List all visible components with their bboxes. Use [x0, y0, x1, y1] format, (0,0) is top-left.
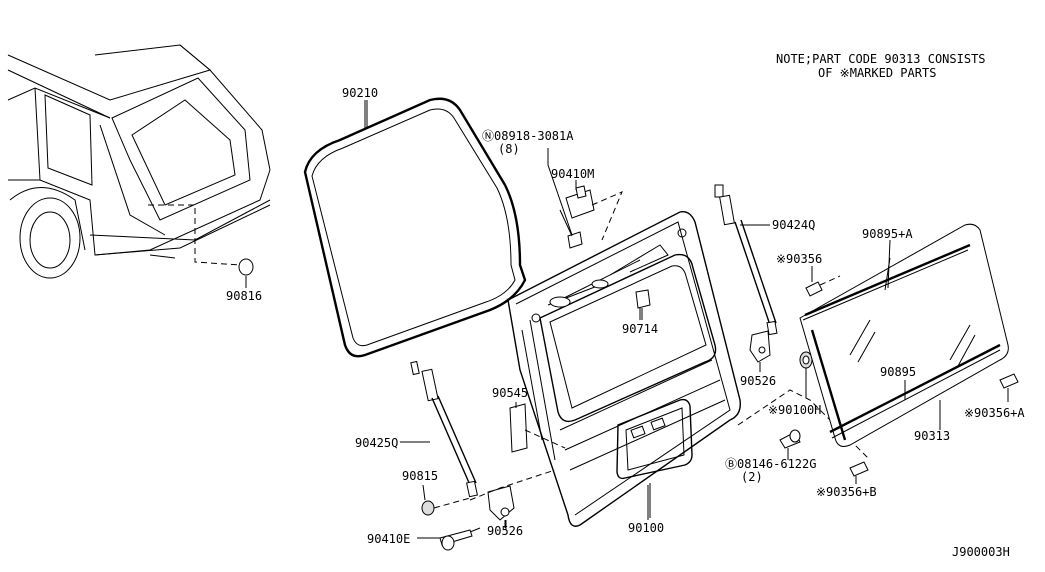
note-line-2: OF ※MARKED PARTS [818, 66, 936, 80]
label-90100: 90100 [628, 521, 664, 535]
pad-90545 [509, 403, 566, 453]
leader-lines [366, 100, 1009, 539]
label-90526-right: 90526 [740, 374, 776, 388]
note-line-1: NOTE;PART CODE 90313 CONSISTS [776, 52, 986, 66]
label-90313: 90313 [914, 429, 950, 443]
bolt-90815 [421, 497, 471, 516]
label-90545: 90545 [492, 386, 528, 400]
bolt-08146 [737, 389, 871, 461]
clip-90356 [805, 270, 841, 297]
label-90100h: ※90100H [768, 403, 821, 417]
hinge-90526-right [749, 330, 771, 372]
weatherstrip-90210 [303, 97, 527, 358]
label-90816: 90816 [226, 289, 262, 303]
label-08146-6122g: Ⓑ08146-6122G [725, 457, 816, 471]
hinge-90526-left [469, 469, 556, 528]
latch-90410m [559, 180, 623, 249]
stopper-90714 [635, 289, 651, 320]
back-window-glass-90313 [799, 223, 1009, 447]
vehicle-rear-illustration [7, 44, 271, 288]
plug-90816-shape [238, 258, 254, 276]
label-90410e: 90410E [367, 532, 410, 546]
label-90895a: 90895+A [862, 227, 913, 241]
label-90526-left: 90526 [487, 524, 523, 538]
label-08146-qty: (2) [741, 470, 763, 484]
label-90410m: 90410M [551, 167, 594, 181]
label-08918-3081a: Ⓝ08918-3081A [482, 129, 574, 143]
label-90356a: ※90356+A [964, 406, 1025, 420]
clip-90356a [999, 373, 1019, 402]
label-90210: 90210 [342, 86, 378, 100]
gas-strut-90424q [714, 184, 778, 336]
bolt-90410e [439, 527, 481, 551]
label-90425q: 90425Q [355, 436, 398, 450]
label-90424q: 90424Q [772, 218, 815, 232]
label-90356: ※90356 [776, 252, 822, 266]
label-90714: 90714 [622, 322, 658, 336]
gas-strut-90425q [410, 360, 478, 498]
clip-90356b [849, 461, 869, 484]
label-90895: 90895 [880, 365, 916, 379]
diagram-id: J900003H [952, 545, 1010, 559]
label-90815: 90815 [402, 469, 438, 483]
label-08918-qty: (8) [498, 142, 520, 156]
back-door-90100 [507, 211, 741, 527]
label-90356b: ※90356+B [816, 485, 877, 499]
